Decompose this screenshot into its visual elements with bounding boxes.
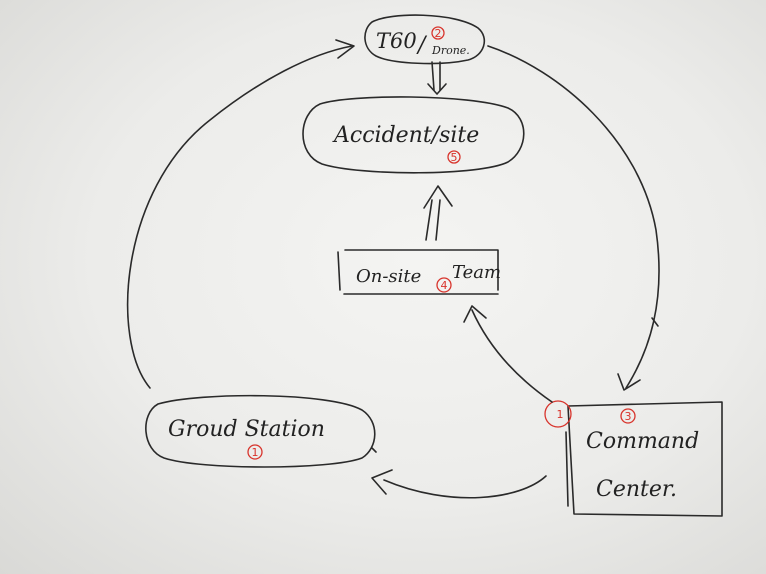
command-center-box xyxy=(565,401,723,517)
arrow-command-to-team xyxy=(463,305,553,403)
node-command-center: Command Center. 3 xyxy=(565,401,723,517)
badge-circle-1 xyxy=(247,444,263,460)
t60-slash: / xyxy=(416,33,428,58)
arrow-team-to-accident xyxy=(423,185,453,241)
accident-site-label: Accident/site xyxy=(332,123,479,148)
badge-number-1: 1 xyxy=(252,446,259,459)
arrow-ground-to-drone xyxy=(126,39,355,389)
node-accident-site: Accident/site 5 xyxy=(302,96,525,174)
command-label: Command xyxy=(586,429,699,454)
node-ground-station: Groud Station 1 xyxy=(145,394,376,468)
badge-number-2: 2 xyxy=(435,27,442,40)
junction-circle xyxy=(544,400,572,428)
badge-number-5: 5 xyxy=(451,151,458,164)
ground-station-label: Groud Station xyxy=(168,417,325,442)
badge-number-4: 4 xyxy=(441,279,448,292)
junction-marker: 1 xyxy=(544,400,572,428)
arrow-drone-to-command xyxy=(487,45,660,391)
t60-drone-ellipse xyxy=(364,14,486,65)
ground-station-ellipse xyxy=(145,394,376,468)
badge-number-3: 3 xyxy=(625,410,632,423)
badge-circle-2 xyxy=(431,26,445,40)
center-label: Center. xyxy=(596,477,677,502)
arrow-drone-to-accident xyxy=(427,61,447,95)
node-t60-drone: T60 / Drone. 2 xyxy=(364,14,486,65)
node-onsite-team: On-site Team 4 xyxy=(337,249,501,295)
drone-label: Drone. xyxy=(431,44,470,57)
badge-circle-5 xyxy=(447,150,461,164)
t60-label: T60 xyxy=(376,29,417,53)
badge-circle-3 xyxy=(620,408,636,424)
badge-circle-4 xyxy=(436,277,452,293)
onsite-team-box xyxy=(337,249,499,295)
onsite-label: On-site xyxy=(356,266,421,287)
accident-site-ellipse xyxy=(302,96,525,174)
junction-number: 1 xyxy=(557,408,564,421)
team-label: Team xyxy=(452,262,501,283)
arrow-command-to-ground xyxy=(371,447,547,499)
